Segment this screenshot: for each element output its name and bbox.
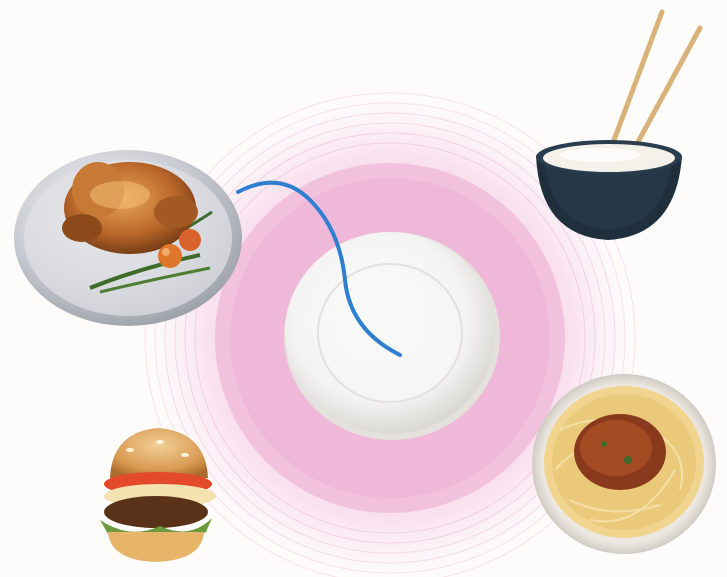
rice-bowl-icon	[536, 12, 700, 240]
roast-chicken-icon	[14, 150, 242, 326]
plate-icon	[284, 232, 500, 440]
spaghetti-icon	[532, 374, 716, 554]
hamburger-icon	[100, 428, 216, 562]
